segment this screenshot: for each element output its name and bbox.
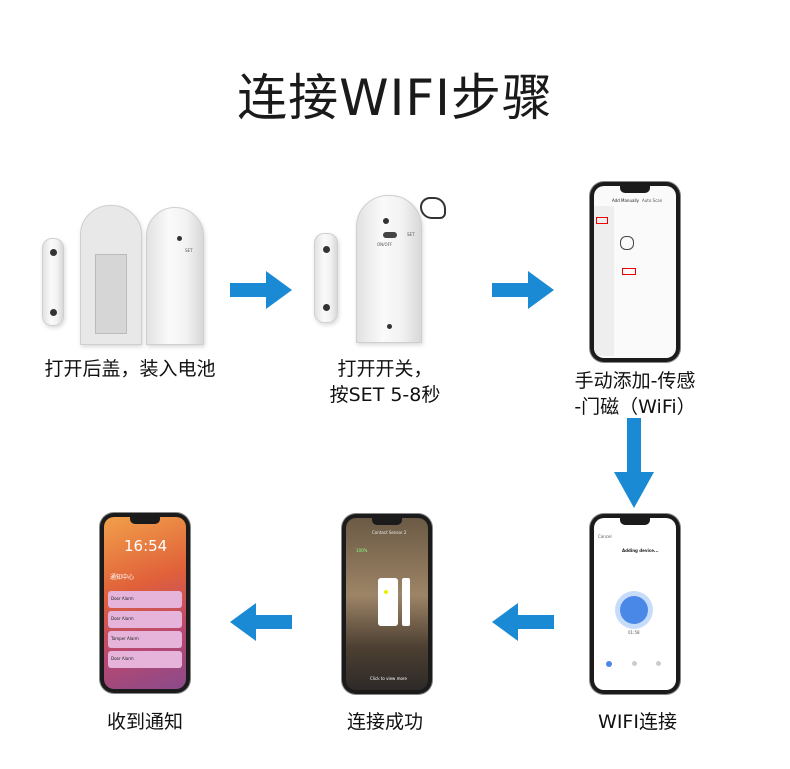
step2-image: ON/OFF SET — [312, 195, 472, 345]
notification-item[interactable]: Door Alarm — [108, 591, 182, 608]
arrow-down-icon — [614, 418, 654, 508]
sensor-back-cover: ON/OFF SET — [356, 195, 422, 343]
step4-label: WIFI连接 — [598, 711, 677, 733]
magnet-piece — [42, 238, 64, 326]
search-icon — [620, 596, 648, 624]
notification-item[interactable]: Tamper Alarm — [108, 631, 182, 648]
notification-item[interactable]: Door Alarm — [108, 611, 182, 628]
arrow-right-icon — [230, 271, 292, 309]
step3-label-line1: 手动添加-传感 — [574, 370, 696, 392]
step1-label: 打开后盖，装入电池 — [44, 358, 216, 380]
step1-image: SET — [40, 195, 220, 345]
phone-adding-device: Cancel Adding device... 01:58 — [590, 514, 680, 694]
page-title: 连接WIFI步骤 — [237, 69, 553, 127]
step2-label-line2: 按SET 5-8秒 — [329, 384, 441, 406]
step6-label: 收到通知 — [106, 711, 183, 733]
arrow-left-icon — [492, 603, 554, 641]
sensor-open-battery — [80, 205, 142, 345]
step3-label-line2: -门磁（WiFi） — [574, 396, 696, 418]
arrow-left-icon — [230, 603, 292, 641]
arrow-right-icon — [492, 271, 554, 309]
step5-label: 连接成功 — [346, 711, 423, 733]
phone-notifications: 16:54 通知中心 Door Alarm Door Alarm Tamper … — [100, 513, 190, 693]
magnet-piece — [314, 233, 338, 323]
step2-label-line1: 打开开关， — [337, 358, 433, 380]
sensor-back-cover: SET — [146, 207, 204, 345]
phone-add-manually: Add Manually Auto Scan — [590, 182, 680, 362]
hand-press-icon — [420, 197, 446, 219]
phone-connected: Contact Sensor 2 100% Click to view more — [342, 514, 432, 694]
notification-item[interactable]: Door Alarm — [108, 651, 182, 668]
